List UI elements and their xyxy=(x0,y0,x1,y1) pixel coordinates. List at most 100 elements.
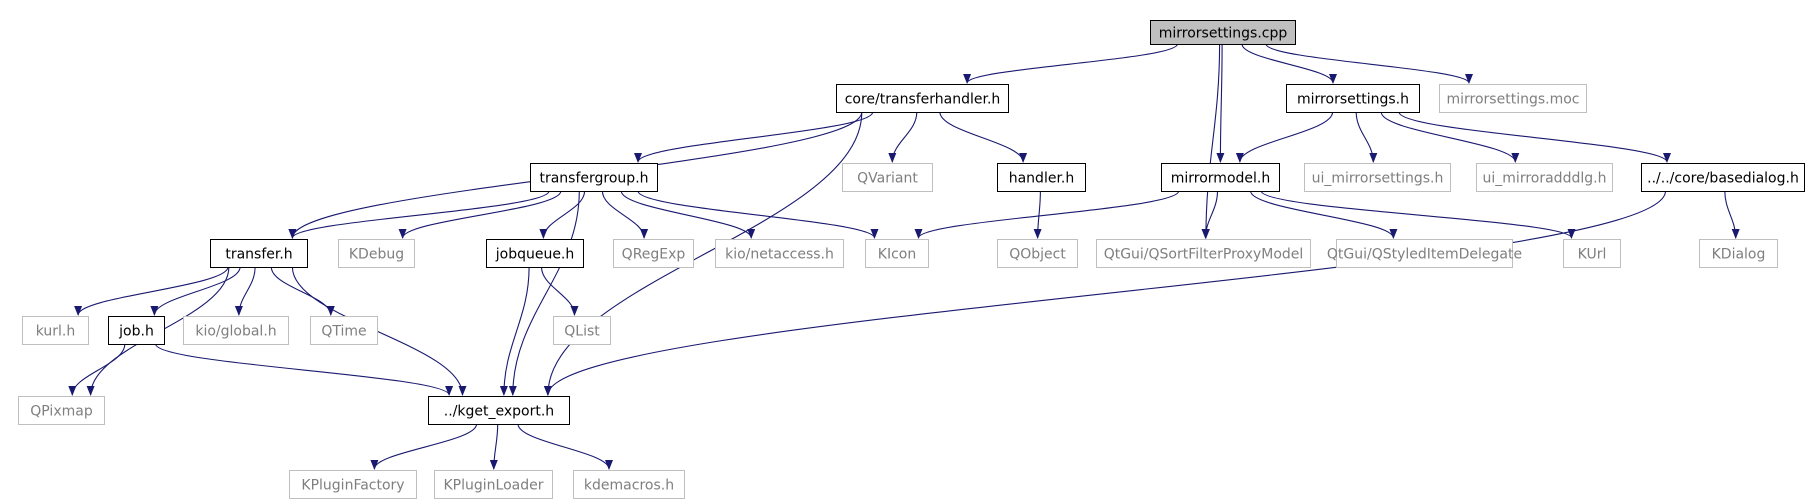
node-jobqueue[interactable]: jobqueue.h xyxy=(486,239,584,268)
node-box-kdebug xyxy=(338,239,415,268)
edge-root-to-qsortfilter xyxy=(1201,43,1221,239)
nodes-layer: mirrorsettings.cpp core/transferhandler.h… xyxy=(18,20,1805,499)
node-root[interactable]: mirrorsettings.cpp xyxy=(1150,20,1296,45)
node-box-jobqueue[interactable] xyxy=(486,239,584,268)
node-box-mirrormodel[interactable] xyxy=(1161,163,1280,192)
edge-transferhandler-to-transfergroup xyxy=(634,111,874,163)
edge-jobqueue-to-qlist xyxy=(540,266,579,316)
node-kurl-h: kurl.h xyxy=(22,316,89,345)
node-box-qlist xyxy=(553,316,611,345)
node-box-kurl xyxy=(1563,239,1621,268)
node-label-qlist: QList xyxy=(564,324,600,340)
node-box-qstyleditem xyxy=(1336,239,1513,268)
node-transfer[interactable]: transfer.h xyxy=(210,239,308,268)
node-label-mirrorsettings-h: mirrorsettings.h xyxy=(1297,92,1409,108)
node-box-qpixmap xyxy=(18,396,105,425)
node-box-job[interactable] xyxy=(108,316,165,345)
edge-mirrormodel-to-kurl xyxy=(1260,190,1576,239)
edge-job-to-kget-export xyxy=(155,343,453,396)
node-label-ui-mirroradddlg: ui_mirroradddlg.h xyxy=(1483,171,1607,187)
node-label-handler: handler.h xyxy=(1009,171,1075,187)
node-qvariant: QVariant xyxy=(842,163,933,192)
edge-mirrorsettings-h-to-mirrormodel xyxy=(1235,111,1334,163)
node-kdialog: KDialog xyxy=(1699,239,1778,268)
node-label-qobject: QObject xyxy=(1009,247,1066,263)
node-kget-export[interactable]: ../kget_export.h xyxy=(428,396,570,425)
node-box-basedialog[interactable] xyxy=(1641,163,1805,192)
node-box-kdemacros xyxy=(573,470,685,499)
edge-transfergroup-to-kicon xyxy=(637,190,879,239)
node-label-kurl-h: kurl.h xyxy=(36,324,76,340)
edge-transfergroup-to-netaccess xyxy=(620,190,756,239)
node-box-mirrorsettings-h[interactable] xyxy=(1286,84,1420,113)
edge-kget-export-to-kdemacros xyxy=(517,423,613,470)
node-label-job: job.h xyxy=(118,324,154,340)
edge-transfergroup-to-jobqueue xyxy=(539,190,586,239)
edge-transfergroup-to-kget-export xyxy=(508,190,580,396)
edge-mirrorsettings-h-to-ui-mirrorsettings xyxy=(1355,111,1378,163)
node-box-kdialog xyxy=(1699,239,1778,268)
node-handler[interactable]: handler.h xyxy=(997,163,1086,192)
node-box-transferhandler[interactable] xyxy=(836,84,1009,113)
edge-transfer-to-kio-global xyxy=(234,266,256,316)
node-box-kpluginfactory xyxy=(289,470,417,499)
node-transfergroup[interactable]: transfergroup.h xyxy=(530,163,658,192)
node-qtime: QTime xyxy=(310,316,378,345)
node-qsortfilter: QtGui/QSortFilterProxyModel xyxy=(1096,239,1311,268)
node-label-qstyleditem: QtGui/QStyledItemDelegate xyxy=(1327,247,1522,263)
node-kpluginfactory: KPluginFactory xyxy=(289,470,417,499)
node-box-root[interactable] xyxy=(1150,20,1296,45)
node-label-transfer: transfer.h xyxy=(225,247,292,263)
node-job[interactable]: job.h xyxy=(108,316,165,345)
node-label-qvariant: QVariant xyxy=(857,171,918,187)
node-label-kdemacros: kdemacros.h xyxy=(584,478,674,494)
node-qobject: QObject xyxy=(997,239,1078,268)
node-netaccess: kio/netaccess.h xyxy=(715,239,844,268)
node-box-kio-global xyxy=(183,316,289,345)
edge-transferhandler-to-qvariant xyxy=(888,111,918,163)
edge-transfergroup-to-transfer xyxy=(288,190,550,239)
node-label-ui-mirrorsettings: ui_mirrorsettings.h xyxy=(1312,171,1444,187)
node-label-kdialog: KDialog xyxy=(1712,247,1766,263)
node-label-kpluginfactory: KPluginFactory xyxy=(301,478,404,494)
node-label-transfergroup: transfergroup.h xyxy=(539,171,648,187)
node-mirrorsettings-h[interactable]: mirrorsettings.h xyxy=(1286,84,1420,113)
node-label-transferhandler: core/transferhandler.h xyxy=(845,92,1001,108)
node-box-kget-export[interactable] xyxy=(428,396,570,425)
node-label-qregexp: QRegExp xyxy=(622,247,686,263)
node-kicon: KIcon xyxy=(865,239,929,268)
node-box-handler[interactable] xyxy=(997,163,1086,192)
edge-root-to-mirrormodel xyxy=(1216,43,1225,163)
node-label-kicon: KIcon xyxy=(878,247,916,263)
node-label-kpluginloader: KPluginLoader xyxy=(444,478,544,494)
node-qpixmap: QPixmap xyxy=(18,396,105,425)
edges-layer xyxy=(68,43,1740,470)
edge-mirrorsettings-h-to-basedialog xyxy=(1398,111,1671,163)
node-box-qsortfilter xyxy=(1096,239,1311,268)
node-box-netaccess xyxy=(715,239,844,268)
node-label-qtime: QTime xyxy=(321,324,366,340)
node-mirrorsettings-moc: mirrorsettings.moc xyxy=(1439,84,1587,113)
edge-root-to-mirrorsettings-h xyxy=(1241,43,1337,84)
node-basedialog[interactable]: ../../core/basedialog.h xyxy=(1641,163,1805,192)
node-kpluginloader: KPluginLoader xyxy=(434,470,553,499)
edge-job-to-qpixmap xyxy=(68,343,126,396)
node-transferhandler[interactable]: core/transferhandler.h xyxy=(836,84,1009,113)
node-kio-global: kio/global.h xyxy=(183,316,289,345)
node-box-kurl-h xyxy=(22,316,89,345)
edge-transfer-to-kurl-h xyxy=(74,266,229,316)
edge-transferhandler-to-kget-export xyxy=(543,111,863,396)
node-label-root: mirrorsettings.cpp xyxy=(1159,26,1288,42)
node-label-kurl: KUrl xyxy=(1578,247,1607,263)
node-mirrormodel[interactable]: mirrormodel.h xyxy=(1161,163,1280,192)
node-label-qpixmap: QPixmap xyxy=(30,404,93,420)
node-box-qregexp xyxy=(613,239,694,268)
node-box-transfergroup[interactable] xyxy=(530,163,658,192)
node-box-transfer[interactable] xyxy=(210,239,308,268)
edge-transfergroup-to-qregexp xyxy=(601,190,649,239)
edge-kget-export-to-kpluginloader xyxy=(489,423,499,470)
edge-handler-to-qobject xyxy=(1033,190,1042,239)
node-label-qsortfilter: QtGui/QSortFilterProxyModel xyxy=(1104,247,1304,263)
node-ui-mirroradddlg: ui_mirroradddlg.h xyxy=(1476,163,1613,192)
